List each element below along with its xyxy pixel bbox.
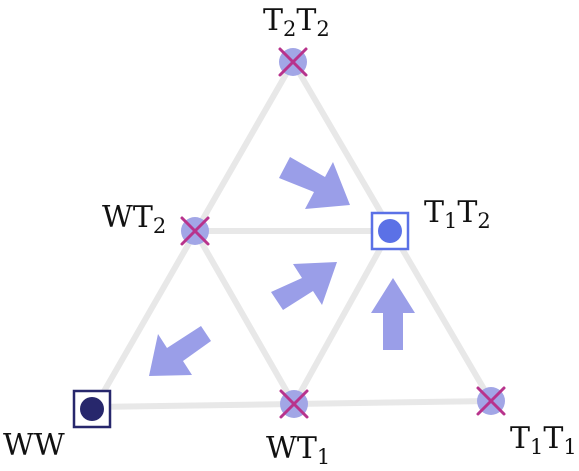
arrows [149,157,415,376]
node-marker-t2t2 [278,47,308,77]
node-marker-wt1 [279,389,309,419]
node-marker-wt2 [180,216,210,246]
node-label-t2t2: T2T2 [263,3,330,41]
node-label-t1t1: T1T1 [510,421,577,459]
node-marker-t1t1 [476,386,506,416]
arrow-to-t1t2-middle [271,262,337,310]
node-label-t1t2: T1T2 [424,195,491,233]
arrow-to-ww [149,326,211,376]
arrow-to-t1t2-upper [279,157,350,209]
node-label-wt1: WT1 [266,431,331,469]
node-label-wt2: WT2 [102,200,167,238]
crossed-markers [180,47,506,419]
node-marker-ww [72,389,112,429]
node-label-ww: WW [3,428,65,463]
arrow-to-t1t2-lower [371,278,415,350]
edge-wt2-wt1 [192,228,297,407]
node-marker-t1t2 [370,211,410,251]
edge-t1t2-wt1 [291,228,393,407]
